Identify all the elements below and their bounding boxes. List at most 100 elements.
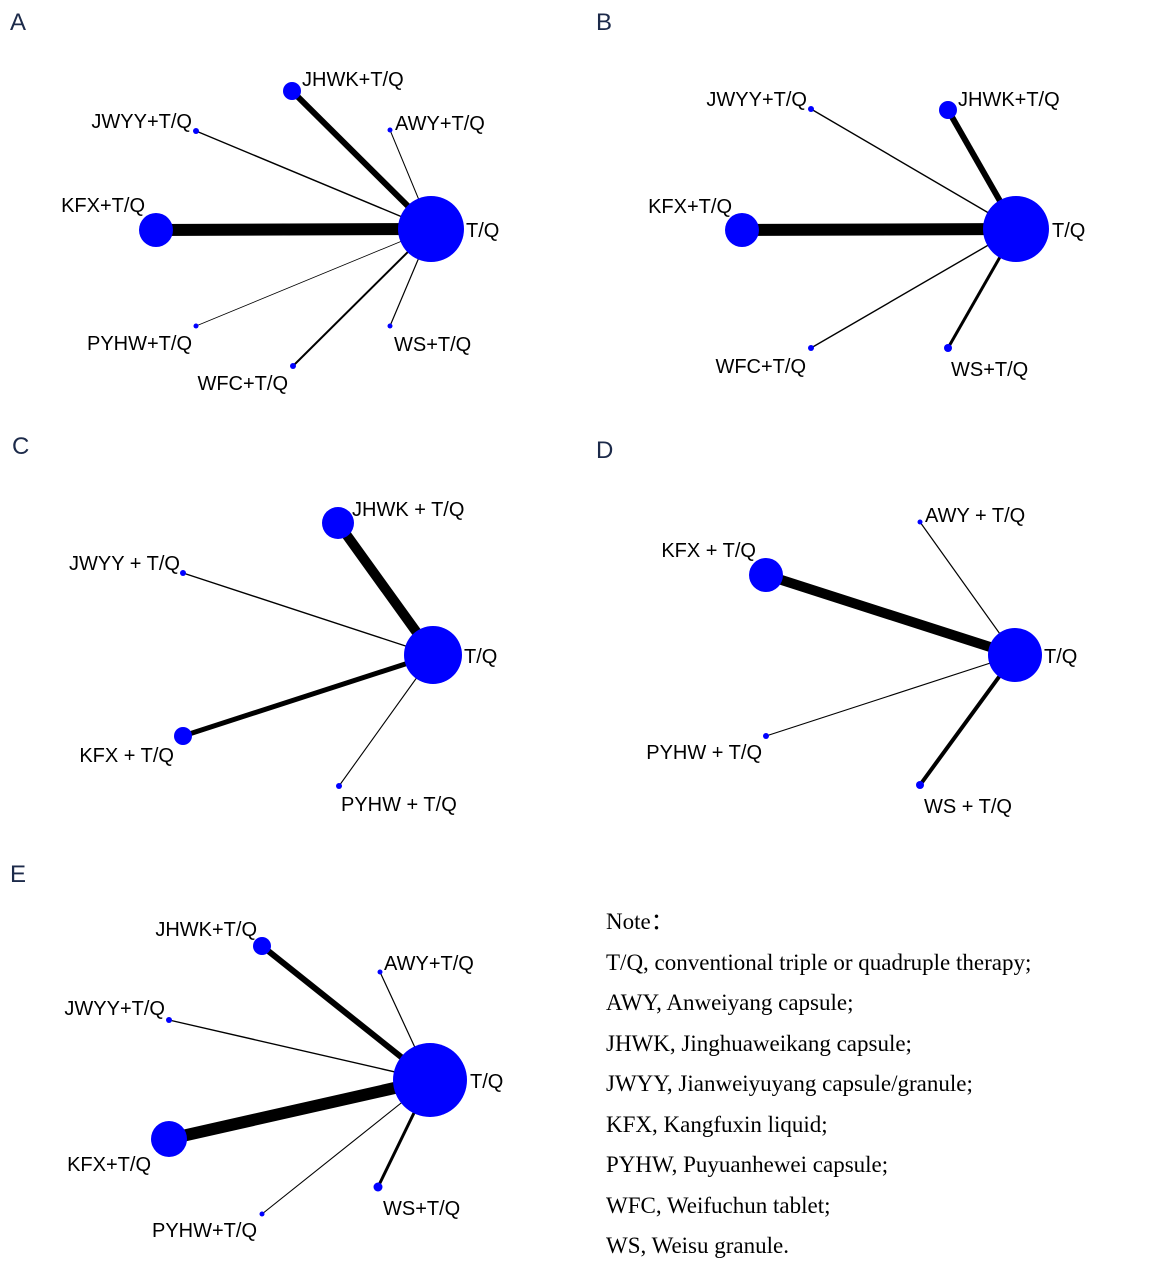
- network-panel-a: T/Q JHWK+T/Q AWY+T/Q JWYY+T/Q KFX+T/Q PYHW+T/…: [10, 9, 499, 395]
- node-jhwk: [253, 937, 271, 955]
- nodes-panel-d: [749, 519, 1042, 789]
- node-label-tq: T/Q: [464, 646, 497, 668]
- panel-label-e: E: [10, 861, 26, 888]
- node-label-tq: T/Q: [466, 220, 499, 242]
- node-label-jhwk: JHWK+T/Q: [302, 69, 404, 91]
- note-line-jwyy: JWYY, Jianweiyuyang capsule/granule;: [606, 1071, 973, 1096]
- note-line-jhwk: JHWK, Jinghuaweikang capsule;: [606, 1030, 912, 1056]
- node-label-awy: AWY + T/Q: [925, 505, 1025, 527]
- node-wfc: [290, 363, 296, 369]
- edge-tq-kfx: [764, 570, 1017, 660]
- edge-tq-jwyy: [810, 108, 1017, 230]
- node-label-ws: WS+T/Q: [951, 359, 1028, 381]
- node-label-kfx: KFX+T/Q: [67, 1154, 151, 1176]
- node-ws: [387, 323, 393, 329]
- node-label-ws: WS+T/Q: [383, 1198, 460, 1220]
- node-tq: [983, 196, 1049, 262]
- edges-panel-d: [764, 521, 1017, 787]
- edges-panel-b: [741, 108, 1019, 349]
- note-line-kfx: KFX, Kangfuxin liquid;: [606, 1111, 828, 1137]
- node-tq: [398, 196, 464, 262]
- node-label-jhwk: JHWK+T/Q: [958, 89, 1060, 111]
- node-label-tq: T/Q: [1044, 646, 1077, 668]
- note-line-wfc: WFC, Weifuchun tablet;: [606, 1192, 831, 1218]
- edge-tq-jwyy: [195, 130, 432, 230]
- node-label-jwyy: JWYY+T/Q: [64, 998, 165, 1020]
- edge-tq-kfx: [741, 223, 1017, 236]
- node-label-kfx: KFX+T/Q: [648, 196, 732, 218]
- node-ws: [373, 1182, 383, 1192]
- node-awy: [377, 969, 383, 975]
- abbreviation-note: Note： T/Q, conventional triple or quadru…: [606, 902, 1166, 1267]
- node-kfx: [725, 213, 759, 247]
- node-kfx: [151, 1121, 187, 1157]
- node-pyhw: [763, 733, 769, 739]
- node-label-kfx: KFX+T/Q: [61, 195, 145, 217]
- node-label-pyhw: PYHW+T/Q: [152, 1220, 257, 1242]
- node-jwyy: [180, 570, 186, 576]
- node-awy: [387, 127, 393, 133]
- node-label-jwyy: JWYY + T/Q: [69, 553, 180, 575]
- node-label-kfx: KFX + T/Q: [79, 745, 174, 767]
- panel-label-c: C: [12, 433, 29, 460]
- node-label-jhwk: JHWK + T/Q: [352, 499, 464, 521]
- edge-tq-jwyy: [168, 1019, 431, 1081]
- node-ws: [944, 344, 952, 352]
- labels-panel-d: T/Q AWY + T/Q KFX + T/Q PYHW + T/Q WS + T/Q: [646, 505, 1077, 818]
- node-label-jwyy: JWYY+T/Q: [706, 89, 807, 111]
- node-label-awy: AWY+T/Q: [395, 113, 485, 135]
- node-pyhw: [193, 323, 199, 329]
- node-ws: [916, 781, 924, 789]
- note-line-tq: T/Q, conventional triple or quadruple th…: [606, 949, 1032, 975]
- network-panel-e: T/QJHWK+T/QAWY+T/QJWYY+T/QKFX+T/QPYHW+T/…: [10, 861, 503, 1242]
- node-label-pyhw: PYHW+T/Q: [87, 333, 192, 355]
- node-jwyy: [166, 1017, 172, 1023]
- edge-tq-pyhw: [765, 654, 1016, 737]
- node-label-wfc: WFC+T/Q: [715, 356, 806, 378]
- node-jhwk: [283, 82, 301, 100]
- edges-panel-c: [182, 520, 438, 787]
- node-label-awy: AWY+T/Q: [384, 953, 474, 975]
- edge-tq-pyhw: [195, 228, 432, 327]
- edges-panel-e: [167, 943, 432, 1215]
- node-label-tq: T/Q: [470, 1071, 503, 1093]
- labels-panel-c: T/Q JHWK + T/Q JWYY + T/Q KFX + T/Q PYHW + T…: [69, 499, 497, 816]
- node-jwyy: [193, 128, 199, 134]
- node-kfx: [139, 213, 173, 247]
- labels-panel-a: T/Q JHWK+T/Q AWY+T/Q JWYY+T/Q KFX+T/Q PYHW+T/…: [61, 69, 499, 395]
- edge-tq-kfx: [167, 1074, 432, 1145]
- network-panel-c: T/Q JHWK + T/Q JWYY + T/Q KFX + T/Q PYHW + T…: [12, 433, 497, 816]
- node-label-wfc: WFC+T/Q: [197, 373, 288, 395]
- node-jwyy: [808, 106, 814, 112]
- node-label-kfx: KFX + T/Q: [661, 540, 756, 562]
- panel-label-d: D: [596, 437, 613, 464]
- note-title: Note：: [606, 909, 674, 934]
- node-label-pyhw: PYHW + T/Q: [646, 742, 762, 764]
- node-tq: [404, 626, 462, 684]
- network-panel-d: T/Q AWY + T/Q KFX + T/Q PYHW + T/Q WS + T/Q D: [596, 437, 1077, 818]
- nodes-panel-a: [139, 82, 464, 369]
- edge-tq-awy: [919, 521, 1016, 656]
- node-label-pyhw: PYHW + T/Q: [341, 794, 457, 816]
- node-pyhw: [259, 1211, 265, 1217]
- nodes-panel-b: [725, 101, 1049, 352]
- labels-panel-e: T/QJHWK+T/QAWY+T/QJWYY+T/QKFX+T/QPYHW+T/…: [64, 919, 503, 1242]
- edge-tq-kfx: [182, 652, 434, 739]
- node-pyhw: [336, 783, 342, 789]
- node-label-jwyy: JWYY+T/Q: [91, 111, 192, 133]
- nodes-panel-c: [174, 507, 462, 789]
- node-awy: [917, 519, 923, 525]
- nodes-panel-e: [151, 937, 467, 1217]
- node-kfx: [749, 558, 783, 592]
- note-line-awy: AWY, Anweiyang capsule;: [606, 990, 854, 1015]
- node-label-ws: WS+T/Q: [394, 334, 471, 356]
- note-line-pyhw: PYHW, Puyuanhewei capsule;: [606, 1152, 889, 1177]
- node-label-ws: WS + T/Q: [924, 796, 1012, 818]
- node-kfx: [174, 727, 192, 745]
- panel-label-a: A: [10, 9, 26, 36]
- edge-tq-jwyy: [182, 572, 434, 656]
- edge-tq-wfc: [810, 228, 1017, 349]
